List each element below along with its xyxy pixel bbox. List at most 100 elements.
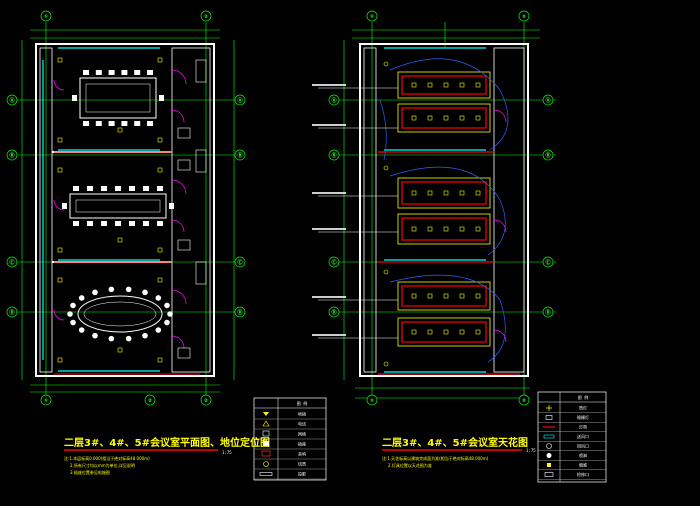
ceiling-light-fixtures	[383, 61, 481, 367]
outlet-marker	[117, 127, 123, 133]
r-axis-tag-side-c: Ⓒ	[331, 259, 336, 266]
left-legend-header: 图 例	[297, 400, 307, 406]
filled-square-icon	[263, 441, 269, 446]
r-axis-tag-top-2: ②	[522, 14, 526, 20]
r-axis-tag-side-d: Ⓓ	[331, 309, 336, 316]
r-axis-tag-side-a: Ⓐ	[331, 97, 336, 104]
chair	[143, 221, 149, 226]
outlet-marker	[57, 357, 63, 363]
chair	[78, 295, 85, 301]
chair	[142, 332, 148, 339]
legend-label: 插座	[298, 441, 306, 447]
circle-dot-icon	[546, 453, 552, 458]
r-axis-tag-side-a-right: Ⓐ	[545, 97, 550, 104]
rect-icon	[544, 472, 554, 477]
axis-tag-side-b: Ⓑ	[9, 152, 14, 159]
chair	[92, 332, 98, 339]
r-axis-tag-side-b-right: Ⓑ	[545, 152, 550, 159]
outlet-marker	[157, 137, 163, 143]
r-axis-tag-bottom-1: ①	[370, 398, 374, 404]
axis-tag-side-a: Ⓐ	[9, 97, 14, 104]
ceiling-light	[475, 82, 481, 88]
chair	[108, 121, 115, 126]
square-outline-icon	[262, 430, 270, 437]
chair	[167, 311, 173, 317]
chair	[129, 221, 135, 226]
chair	[70, 302, 76, 309]
ceiling-light	[427, 226, 433, 232]
ceiling-light-strips	[378, 75, 520, 375]
ceiling-light	[459, 226, 465, 232]
ceiling-light	[411, 226, 417, 232]
ceiling-light	[427, 115, 433, 121]
axis-labels-right: ① ② Ⓐ Ⓑ Ⓒ Ⓓ Ⓐ Ⓑ Ⓒ Ⓓ ① ②	[331, 14, 550, 404]
chairs-room-4	[62, 186, 174, 226]
chair	[169, 203, 174, 209]
left-corridor	[39, 47, 53, 373]
chair	[134, 70, 141, 75]
chair	[134, 121, 141, 126]
left-note-1: 注:1.本层标高0.000(相当于绝对标高48.000m)	[64, 455, 150, 461]
chair	[62, 203, 67, 209]
ceiling-light	[475, 329, 481, 335]
chair	[95, 70, 102, 75]
ceiling-light	[411, 329, 417, 335]
chair	[115, 186, 121, 191]
chair	[95, 121, 102, 126]
triangle-icon	[262, 420, 270, 427]
legend-label: 投影	[298, 471, 306, 477]
long-rect-icon	[259, 472, 273, 476]
r-axis-tag-side-c-right: Ⓒ	[545, 259, 550, 266]
axis-tag-bottom-2: ②	[148, 398, 152, 404]
red-accents-left	[54, 151, 200, 375]
chair	[164, 319, 170, 326]
wiring-arcs	[379, 58, 509, 363]
window-strips	[42, 47, 160, 372]
ceiling-light	[443, 115, 449, 121]
downlight	[383, 361, 389, 367]
chair	[142, 289, 148, 296]
ceiling-light	[427, 293, 433, 299]
legend-label: 电话	[298, 421, 306, 427]
downlight	[383, 269, 389, 275]
axis-tag-side-b-right: Ⓑ	[237, 152, 242, 159]
right-legend-header: 图 例	[578, 394, 588, 400]
chair	[101, 186, 107, 191]
ceiling-light	[475, 293, 481, 299]
ceiling-light	[475, 115, 481, 121]
downlight	[383, 165, 389, 171]
chair	[101, 221, 107, 226]
building-outline	[35, 43, 215, 377]
legend-label: 检修口	[577, 471, 589, 477]
legend-label: 烟感	[579, 462, 587, 468]
ceiling-window-strips	[384, 47, 486, 373]
right-note-1: 注:1.天花标高以建筑完成面为准(相当于绝对标高48.000m)	[382, 455, 489, 461]
ceiling-light	[443, 293, 449, 299]
axis-labels-left: ① ② Ⓐ Ⓑ Ⓒ Ⓓ Ⓐ Ⓑ Ⓒ Ⓓ ① ② ②	[9, 14, 242, 404]
legend-label: 音响	[298, 451, 306, 457]
axis-tag-bottom-3: ②	[204, 398, 208, 404]
axis-tag-top-2: ②	[204, 14, 208, 20]
right-service-zone	[171, 47, 211, 373]
outlet-marker	[57, 57, 63, 63]
ceiling-light	[411, 82, 417, 88]
room-4-furniture	[62, 186, 174, 226]
axis-bubbles-left	[6, 10, 246, 406]
leader-lines	[318, 87, 398, 339]
r-axis-tag-side-d-right: Ⓓ	[545, 309, 550, 316]
service-fixtures	[177, 59, 207, 359]
legend-label: 格栅灯	[577, 414, 589, 420]
chair	[155, 295, 162, 301]
chair	[157, 221, 163, 226]
axis-tag-side-c-right: Ⓒ	[237, 259, 242, 266]
legend-label: 喷淋	[579, 452, 587, 458]
axis-tag-top-1: ①	[44, 14, 48, 20]
ceiling-light	[427, 329, 433, 335]
right-note-2: 2.灯具位置以天花图为准	[388, 462, 432, 468]
outlet-marker	[117, 347, 123, 353]
door-swings-right	[493, 109, 507, 343]
